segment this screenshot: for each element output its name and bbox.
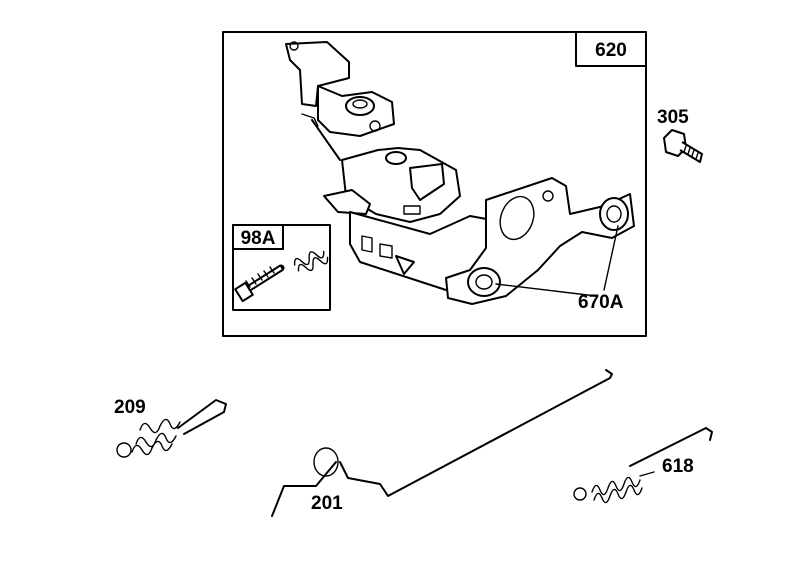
spring-618: 618 [573, 427, 713, 504]
link-rod-label: 201 [311, 493, 343, 514]
assembly-box: 620 [222, 31, 647, 337]
bolt-label: 305 [657, 107, 689, 128]
kit-screw [234, 264, 285, 303]
bolt-305: 305 [657, 107, 703, 163]
spring-209: 209 [114, 397, 227, 458]
kit-label: 98A [241, 228, 276, 249]
bushing-label: 670A [578, 292, 624, 313]
bushing-callout: 670A [495, 225, 624, 313]
kit-box: 98A [232, 224, 331, 311]
spring-618-label: 618 [662, 456, 694, 477]
link-rod-201: 201 [271, 369, 613, 517]
kit-spring [293, 250, 329, 272]
spring-209-label: 209 [114, 397, 146, 418]
assembly-label-box [575, 31, 647, 67]
assembly-label: 620 [595, 40, 627, 61]
throttle-bracket [285, 41, 635, 305]
